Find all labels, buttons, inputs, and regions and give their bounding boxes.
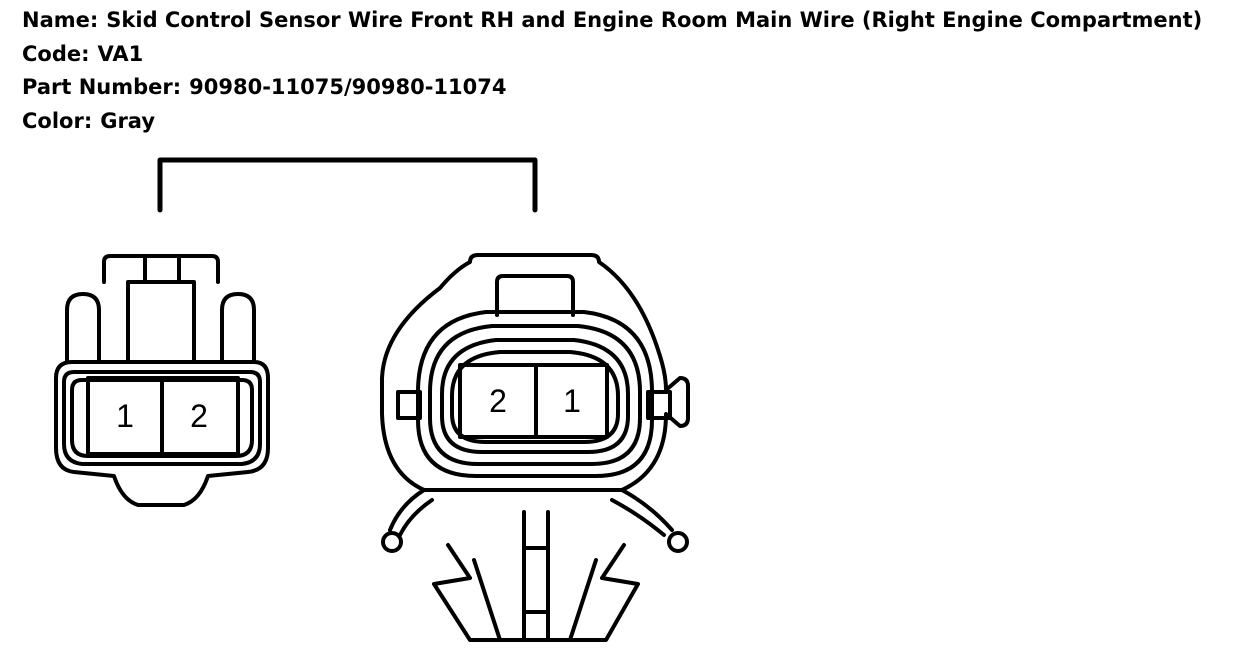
name-label: Name: bbox=[22, 8, 99, 32]
part-number-row: Part Number: 90980-11075/90980-11074 bbox=[22, 71, 1242, 105]
code-value: VA1 bbox=[97, 41, 144, 66]
female-terminal-block bbox=[458, 363, 609, 439]
code-row: Code: VA1 bbox=[22, 38, 1242, 72]
male-pin-1: 1 bbox=[116, 398, 134, 434]
color-row: Color: Gray bbox=[22, 105, 1242, 139]
female-clip-arms bbox=[388, 488, 674, 537]
name-row: Name: Skid Control Sensor Wire Front RH a… bbox=[22, 4, 1242, 38]
male-pin-2: 2 bbox=[190, 398, 208, 434]
color-label: Color: bbox=[22, 108, 93, 133]
male-connector bbox=[54, 254, 270, 507]
male-right-rib bbox=[220, 292, 256, 364]
female-pin-1: 1 bbox=[563, 383, 581, 419]
female-pin-2: 2 bbox=[489, 383, 507, 419]
female-fir-tree-clip bbox=[432, 543, 640, 642]
male-body bbox=[54, 360, 270, 507]
mating-bracket bbox=[157, 157, 538, 213]
female-lock-window bbox=[495, 274, 575, 317]
male-lock-tab bbox=[102, 254, 220, 284]
female-right-lock-window bbox=[646, 390, 672, 420]
color-value: Gray bbox=[100, 108, 156, 133]
male-left-rib bbox=[65, 292, 101, 364]
connector-info: Name: Skid Control Sensor Wire Front RH a… bbox=[22, 4, 1242, 138]
part-number-label: Part Number: bbox=[22, 75, 182, 99]
female-connector bbox=[380, 253, 690, 642]
name-value: Skid Control Sensor Wire Front RH and En… bbox=[106, 8, 1203, 32]
code-label: Code: bbox=[22, 41, 90, 66]
female-outer-shell bbox=[380, 253, 690, 492]
part-number-value: 90980-11075/90980-11074 bbox=[189, 75, 507, 99]
